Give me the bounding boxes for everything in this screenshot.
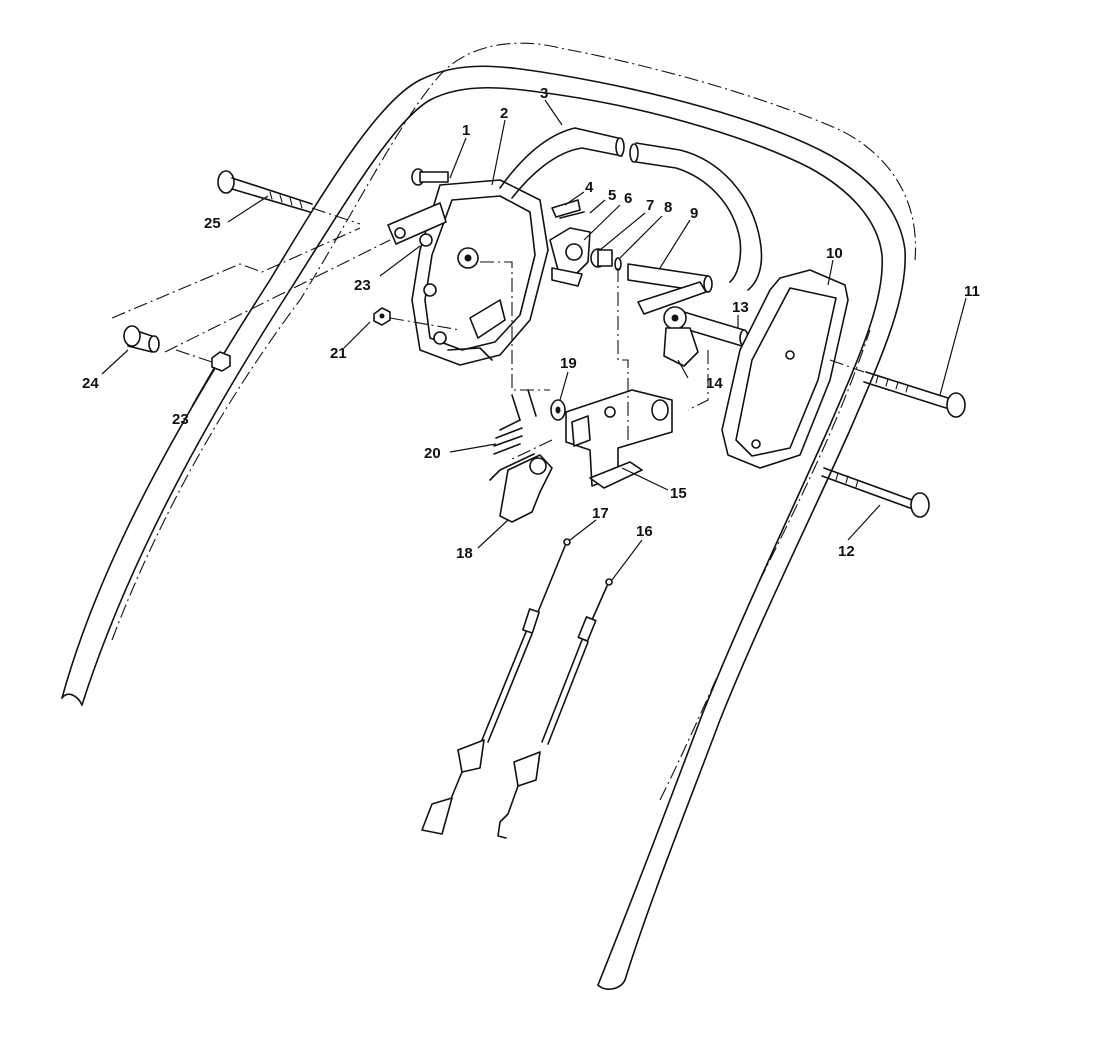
part-24-spacer (123, 325, 160, 353)
part-14-arm (663, 306, 699, 367)
callout-10: 10 (826, 245, 843, 262)
callout-2: 2 (500, 105, 508, 122)
callout-labels: 1 2 3 4 5 6 7 8 9 10 11 12 13 14 15 16 1… (82, 85, 980, 562)
part-23-nut (211, 351, 231, 372)
callout-7: 7 (646, 197, 654, 214)
alignment-lines-left (111, 227, 550, 391)
part-11-bolt (829, 359, 966, 418)
leader-lines (101, 99, 967, 581)
part-6-cam (549, 227, 591, 287)
part-18-lever (489, 453, 553, 523)
part-2-housing (411, 179, 549, 366)
callout-19: 19 (560, 355, 577, 372)
callout-5: 5 (608, 187, 616, 204)
callout-1: 1 (462, 122, 470, 139)
part-21-nut (373, 307, 391, 326)
callout-16: 16 (636, 523, 653, 540)
callout-20: 20 (424, 445, 441, 462)
callout-13: 13 (732, 299, 749, 316)
part-10-cover (721, 269, 849, 469)
part-15-bracket (565, 389, 673, 489)
part-19-washer (550, 399, 566, 421)
part-5-clip (559, 211, 585, 219)
callout-14: 14 (706, 375, 723, 392)
callout-15: 15 (670, 485, 687, 502)
callout-18: 18 (456, 545, 473, 562)
callout-21: 21 (330, 345, 347, 362)
part-25-bolt (217, 170, 361, 225)
part-1-bolt (411, 168, 449, 186)
part-12-bolt (821, 467, 930, 518)
callout-3: 3 (540, 85, 548, 102)
part-23-bracket (387, 202, 447, 247)
part-3-bail (499, 127, 763, 291)
callout-8: 8 (664, 199, 672, 216)
callout-24: 24 (82, 375, 99, 392)
part-9-rod (627, 263, 713, 315)
callout-6: 6 (624, 190, 632, 207)
part-7-bushing (590, 248, 613, 268)
callout-25: 25 (204, 215, 221, 232)
part-16-cable (497, 578, 613, 839)
callout-17: 17 (592, 505, 609, 522)
part-20-spring (493, 389, 537, 455)
callout-12: 12 (838, 543, 855, 560)
callout-4: 4 (585, 179, 594, 196)
callout-11: 11 (964, 283, 980, 300)
callout-23-upper: 23 (354, 277, 371, 294)
part-17-cable (421, 538, 571, 835)
alignment-lines-center (509, 268, 709, 461)
callout-9: 9 (690, 205, 698, 222)
callout-23-lower: 23 (172, 411, 189, 428)
